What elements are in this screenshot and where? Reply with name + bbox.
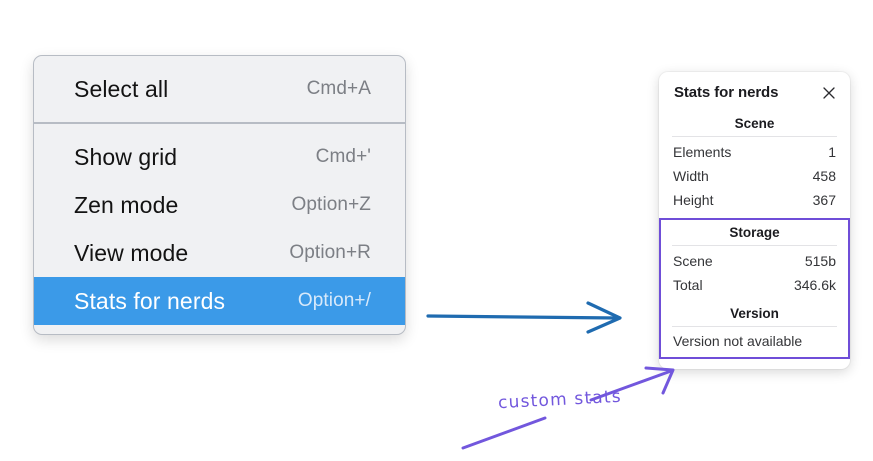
custom-stats-annotation-label: custom stats [497,386,623,414]
blue-arrow-icon [426,301,622,334]
version-divider [672,326,837,328]
stat-value: 1 [828,144,836,160]
purple-underline-stroke [461,416,547,450]
storage-heading: Storage [729,224,780,240]
version-value: Version not available [673,333,803,350]
version-heading: Version [730,306,779,322]
stat-value: 458 [812,167,836,184]
menu-item-view-mode[interactable]: View mode Option+R [34,229,405,277]
stats-panel-header: Stats for nerds [659,84,850,101]
menu-item-shortcut: Cmd+' [315,146,371,167]
menu-item-label: View mode [74,239,189,266]
menu-item-show-grid[interactable]: Show grid Cmd+' [34,133,405,181]
stat-value: 346.6k [793,276,836,293]
menu-item-select-all[interactable]: Select all Cmd+A [34,65,405,113]
menu-item-shortcut: Option+/ [297,290,371,311]
scene-heading: Scene [734,116,775,131]
scene-stats-group: Scene Elements 1 Width 458 Height 367 [659,113,850,213]
stat-value: 367 [812,191,836,208]
menu-item-shortcut: Cmd+A [306,78,371,99]
menu-section-2: Show grid Cmd+' Zen mode Option+Z View m… [34,122,405,334]
stats-panel-title: Stats for nerds [674,84,779,101]
stat-row-height: Height 367 [672,189,837,213]
menu-item-stats-for-nerds[interactable]: Stats for nerds Option+/ [34,277,405,325]
menu-item-label: Zen mode [74,191,179,218]
scene-divider [672,136,837,137]
stat-key: Total [673,276,703,293]
close-icon[interactable] [821,85,837,101]
stat-row-width: Width 458 [672,165,837,189]
menu-item-shortcut: Option+R [289,242,371,263]
stat-row-storage-total: Total 346.6k [672,274,837,298]
stat-value: 515b [804,252,836,269]
menu-section-1: Select all Cmd+A [34,56,405,122]
stats-for-nerds-panel: Stats for nerds Scene Elements 1 Width 4… [659,72,850,370]
stat-row-storage-scene: Scene 515b [672,250,837,274]
menu-item-label: Select all [74,75,169,102]
stat-key: Height [673,191,714,208]
stat-key: Elements [673,144,732,160]
menu-item-shortcut: Option+Z [291,194,371,215]
context-menu[interactable]: Select all Cmd+A Show grid Cmd+' Zen mod… [33,55,406,335]
custom-stats-highlight-box: Storage Scene 515b Total 346.6k Version … [659,217,850,360]
storage-divider [672,244,837,246]
menu-item-label: Show grid [74,143,178,170]
stat-row-elements: Elements 1 [672,141,837,165]
menu-item-zen-mode[interactable]: Zen mode Option+Z [34,181,405,229]
stat-key: Scene [673,252,713,269]
menu-item-label: Stats for nerds [74,287,226,314]
stat-key: Width [673,167,709,184]
